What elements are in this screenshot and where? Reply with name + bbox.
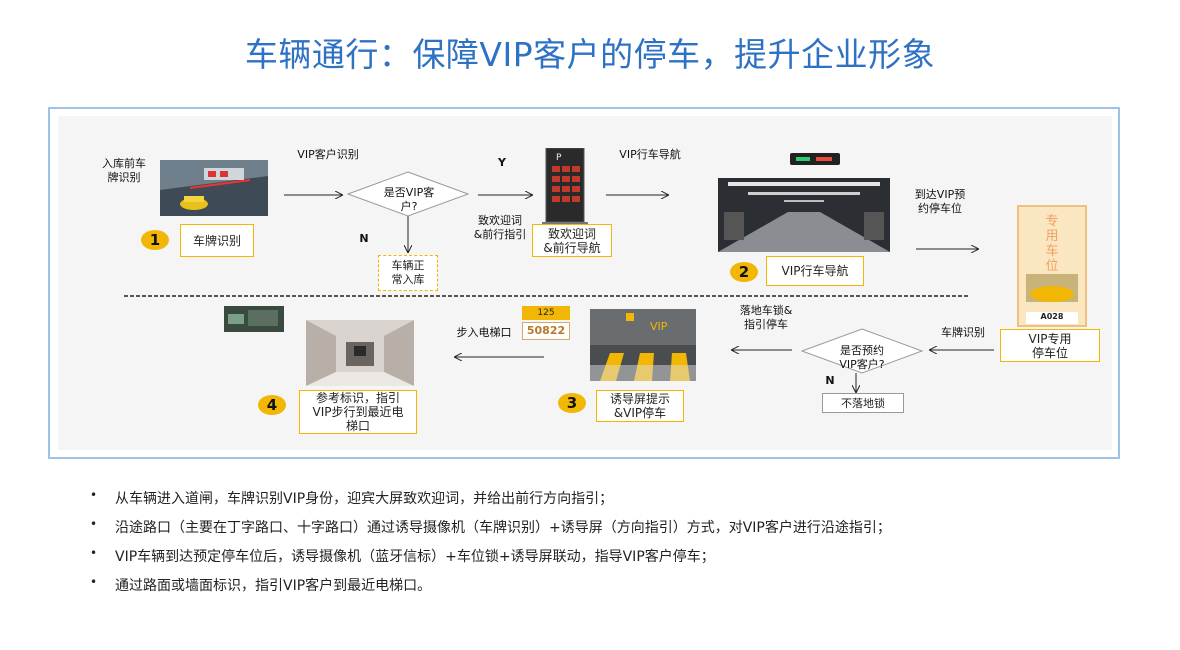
elevator-sign-image bbox=[224, 306, 284, 332]
page-title: 车辆通行：保障VIP客户的停车，提升企业形象 bbox=[244, 35, 936, 74]
step-1-badge: 1 bbox=[141, 230, 169, 250]
reserved-space-code: A028 bbox=[1040, 312, 1064, 321]
bullet-list: •从车辆进入道闸，车牌识别VIP身份，迎宾大屏致欢迎词，并给出前行方向指引； •… bbox=[90, 488, 891, 604]
vip-recognition-label: VIP客户识别 bbox=[297, 148, 359, 161]
step-2-badge: 2 bbox=[730, 262, 758, 282]
normal-entry-box: 车辆正 常入库 bbox=[378, 255, 438, 291]
list-item: •VIP车辆到达预定停车位后，诱导摄像机（蓝牙信标）+车位锁+诱导屏联动，指导V… bbox=[90, 546, 715, 565]
list-item: •通过路面或墙面标识，指引VIP客户到最近电梯口。 bbox=[90, 575, 432, 594]
decision2-text: 是否预约 VIP客户? bbox=[839, 344, 885, 371]
step-3-box: 诱导屏提示 &VIP停车 bbox=[596, 390, 684, 422]
step-4-box: 参考标识，指引 VIP步行到最近电 梯口 bbox=[299, 390, 417, 434]
elevator-entry-label: 步入电梯口 bbox=[456, 326, 512, 339]
svg-text:P: P bbox=[556, 153, 562, 163]
welcome-words-label: 致欢迎词 &前行指引 bbox=[473, 214, 527, 241]
nav-label: VIP行车导航 bbox=[619, 148, 681, 161]
plate-recognition-label-2: 车牌识别 bbox=[941, 326, 985, 339]
license-plate-display: 50822 bbox=[522, 322, 570, 340]
step-4-badge: 4 bbox=[258, 395, 286, 415]
step-3-badge: 3 bbox=[558, 393, 586, 413]
list-item: •从车辆进入道闸，车牌识别VIP身份，迎宾大屏致欢迎词，并给出前行方向指引； bbox=[90, 488, 614, 507]
reserved-space-image bbox=[1017, 205, 1087, 327]
reserved-sign-text: 专 用 车 位 bbox=[1045, 214, 1059, 274]
step-2-box: VIP行车导航 bbox=[766, 256, 864, 286]
decision2-diamond bbox=[800, 328, 924, 374]
decision1-text: 是否VIP客 户? bbox=[383, 186, 435, 213]
arrive-label: 到达VIP预 约停车位 bbox=[914, 188, 966, 215]
vip-floor-marking: VIP bbox=[650, 320, 668, 333]
list-item: •沿途路口（主要在丁字路口、十字路口）通过诱导摄像机（车牌识别）+诱导屏（方向指… bbox=[90, 517, 891, 536]
guide-screen-image bbox=[790, 153, 840, 165]
entry-plate-label: 入库前车 牌识别 bbox=[102, 157, 146, 184]
no-label-1: N bbox=[359, 232, 369, 245]
guide-screen-value: 125 bbox=[522, 306, 570, 320]
welcome-screen-image: P bbox=[542, 148, 588, 228]
garage-nav-image bbox=[718, 178, 890, 252]
decision1-diamond bbox=[346, 171, 470, 217]
step-1-box: 车牌识别 bbox=[180, 224, 254, 257]
vip-parking-image bbox=[590, 309, 696, 381]
no-label-2: N bbox=[825, 374, 835, 387]
no-lock-box: 不落地锁 bbox=[822, 393, 904, 413]
welcome-nav-box: 致欢迎词 &前行导航 bbox=[532, 224, 612, 257]
gate-car-image bbox=[160, 160, 268, 216]
yes-label: Y bbox=[498, 156, 506, 169]
elevator-lobby-image bbox=[306, 320, 414, 386]
lock-guide-label: 落地车锁& 指引停车 bbox=[739, 304, 793, 331]
vip-space-box: VIP专用 停车位 bbox=[1000, 329, 1100, 362]
